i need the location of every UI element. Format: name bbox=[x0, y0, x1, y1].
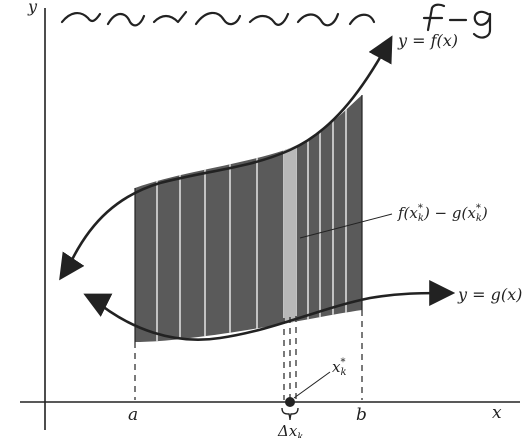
label-b: b bbox=[356, 405, 367, 425]
label-sample-point: x*k bbox=[332, 357, 347, 378]
label-delta: Δxk bbox=[277, 422, 303, 438]
curve-g-start-arrow bbox=[83, 293, 113, 317]
label-difference: f(x*k) − g(x*k) bbox=[397, 203, 488, 224]
x-axis-label: x bbox=[492, 403, 502, 423]
axes: y x bbox=[20, 0, 520, 430]
label-f: y = f(x) bbox=[397, 31, 458, 50]
dashed-guides bbox=[134, 310, 363, 400]
rectangle-tops bbox=[134, 95, 363, 342]
sample-point-leader bbox=[293, 371, 331, 399]
delta-brace bbox=[281, 407, 299, 421]
label-a: a bbox=[128, 405, 138, 425]
curve-g bbox=[91, 280, 456, 341]
curve-f bbox=[66, 35, 393, 269]
sample-point bbox=[285, 397, 295, 407]
label-g: y = g(x) bbox=[457, 285, 522, 304]
difference-leader bbox=[299, 213, 393, 239]
handwritten-annotation bbox=[60, 3, 492, 39]
highlight-strip bbox=[284, 95, 296, 342]
y-axis-label: y bbox=[27, 0, 38, 16]
curve-f-start-arrow bbox=[59, 251, 85, 281]
